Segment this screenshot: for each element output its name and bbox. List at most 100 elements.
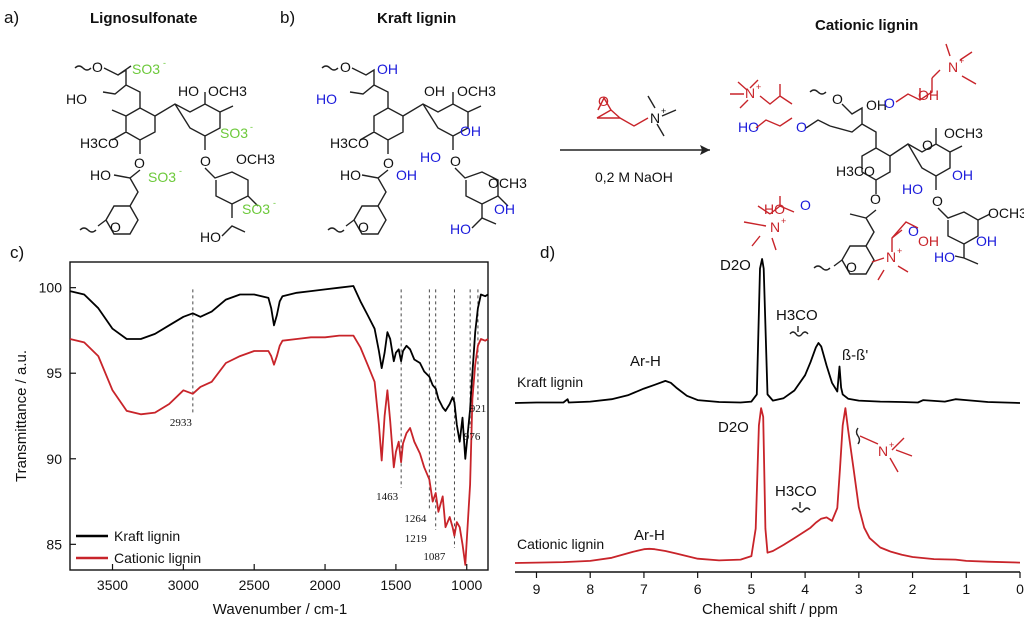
svg-text:+: +: [756, 82, 761, 92]
svg-text:H3CO: H3CO: [330, 135, 369, 151]
ftir-peak-label: 976: [464, 431, 481, 443]
ftir-peak-label: 1264: [404, 513, 427, 525]
nmr-arh-kraft: Ar-H: [630, 353, 661, 370]
svg-text:O: O: [92, 59, 103, 75]
nmr-x-tick-label: 9: [533, 581, 541, 597]
panel-d-label: d): [540, 243, 555, 262]
svg-text:OCH3: OCH3: [944, 125, 983, 141]
ftir-y-tick-label: 85: [46, 536, 62, 552]
nmr-series: [514, 258, 1021, 564]
nmr-x-tick-label: 2: [909, 581, 917, 597]
svg-text:OCH3: OCH3: [457, 83, 496, 99]
cationic-lignin-structure: N + HO O O OH O OCH3 O N + OH H3CO OH O …: [730, 43, 1024, 281]
ftir-legend: Kraft lignin Cationic lignin: [76, 528, 201, 566]
svg-text:OCH3: OCH3: [208, 83, 247, 99]
svg-text:O: O: [598, 93, 609, 109]
kraft-lignin-title: Kraft lignin: [377, 10, 456, 27]
ftir-x-tick-label: 1500: [380, 577, 411, 593]
nmr-h3co-kraft: H3CO: [776, 307, 818, 324]
svg-text:SO3: SO3: [132, 61, 160, 77]
nmr-x-tick-label: 3: [855, 581, 863, 597]
ftir-y-tick-label: 90: [46, 451, 62, 467]
nmr-line-kraft: [514, 258, 1021, 404]
svg-text:OH: OH: [918, 233, 939, 249]
svg-text:+: +: [781, 216, 786, 226]
svg-text:O: O: [884, 95, 895, 111]
nmr-x-tick-label: 0: [1016, 581, 1024, 597]
ftir-plot-area: [69, 261, 489, 571]
nmr-d2o-kraft: D2O: [720, 257, 751, 274]
reaction-condition: 0,2 M NaOH: [595, 169, 673, 185]
svg-text:OH: OH: [424, 83, 445, 99]
svg-text:O: O: [800, 197, 811, 213]
ftir-y-tick-label: 100: [39, 280, 63, 296]
ftir-peak-label: 1219: [405, 533, 428, 545]
svg-text:HO: HO: [340, 167, 361, 183]
svg-text:OH: OH: [976, 233, 997, 249]
svg-text:HO: HO: [450, 221, 471, 237]
ftir-peak-label: 921: [470, 403, 487, 415]
svg-text:SO3: SO3: [242, 201, 270, 217]
svg-text:OH: OH: [952, 167, 973, 183]
nmr-x-tick-label: 1: [962, 581, 970, 597]
lignosulfonate-title: Lignosulfonate: [90, 10, 198, 27]
svg-text:HO: HO: [316, 91, 337, 107]
svg-text:OCH3: OCH3: [988, 205, 1024, 221]
panel-c-label: c): [10, 243, 24, 262]
nmr-x-tick-label: 5: [747, 581, 755, 597]
nmr-h3co-cationic: H3CO: [775, 483, 817, 500]
svg-text:HO: HO: [420, 149, 441, 165]
ftir-x-tick-label: 3000: [168, 577, 199, 593]
glycidyltrimethylammonium-reagent: O N +: [596, 93, 677, 137]
svg-text:OCH3: OCH3: [488, 175, 527, 191]
ftir-series: [69, 285, 489, 566]
svg-text:H3CO: H3CO: [836, 163, 875, 179]
nmr-x-tick-label: 6: [694, 581, 702, 597]
svg-text:SO3: SO3: [148, 169, 176, 185]
svg-text:O: O: [932, 193, 943, 209]
legend-label-kraft: Kraft lignin: [114, 528, 180, 544]
svg-text:OH: OH: [494, 201, 515, 217]
nmr-line-cationic: [514, 407, 1021, 564]
svg-text:HO: HO: [902, 181, 923, 197]
nmr-beta-beta-label: ß-ß': [842, 347, 868, 364]
ftir-x-axis-label: Wavenumber / cm-1: [213, 601, 347, 618]
nmr-wavy-bond-cationic: [791, 507, 811, 513]
svg-text:O: O: [922, 137, 933, 153]
svg-text:OH: OH: [377, 61, 398, 77]
legend-label-cationic: Cationic lignin: [114, 550, 201, 566]
svg-text:-: -: [179, 166, 182, 176]
svg-text:O: O: [110, 219, 121, 235]
svg-text:OH: OH: [866, 97, 887, 113]
nmr-d2o-cationic: D2O: [718, 419, 749, 436]
panel-b-label: b): [280, 8, 295, 27]
svg-text:O: O: [908, 223, 919, 239]
svg-text:OH: OH: [918, 87, 939, 103]
svg-text:HO: HO: [764, 201, 785, 217]
svg-text:SO3: SO3: [220, 125, 248, 141]
svg-text:-: -: [250, 122, 253, 132]
ftir-x-tick-label: 2000: [309, 577, 340, 593]
ftir-x-tick-label: 3500: [97, 577, 128, 593]
svg-text:O: O: [832, 91, 843, 107]
svg-text:+: +: [889, 440, 894, 450]
svg-text:OH: OH: [460, 123, 481, 139]
ftir-x-tick-label: 2500: [239, 577, 270, 593]
cationic-lignin-title: Cationic lignin: [815, 17, 918, 34]
ftir-peak-label: 2933: [170, 417, 193, 429]
svg-text:HO: HO: [738, 119, 759, 135]
svg-text:HO: HO: [90, 167, 111, 183]
svg-text:N: N: [745, 85, 755, 101]
lignosulfonate-structure: O SO3 - HO HO OCH3 H3CO SO3 - O O HO SO3…: [66, 58, 276, 245]
svg-text:OCH3: OCH3: [236, 151, 275, 167]
reaction-arrow[interactable]: O N + 0,2 M NaOH: [560, 93, 710, 185]
svg-text:N: N: [948, 59, 958, 75]
svg-text:HO: HO: [66, 91, 87, 107]
svg-text:O: O: [796, 119, 807, 135]
svg-text:-: -: [163, 58, 166, 68]
svg-text:O: O: [134, 155, 145, 171]
